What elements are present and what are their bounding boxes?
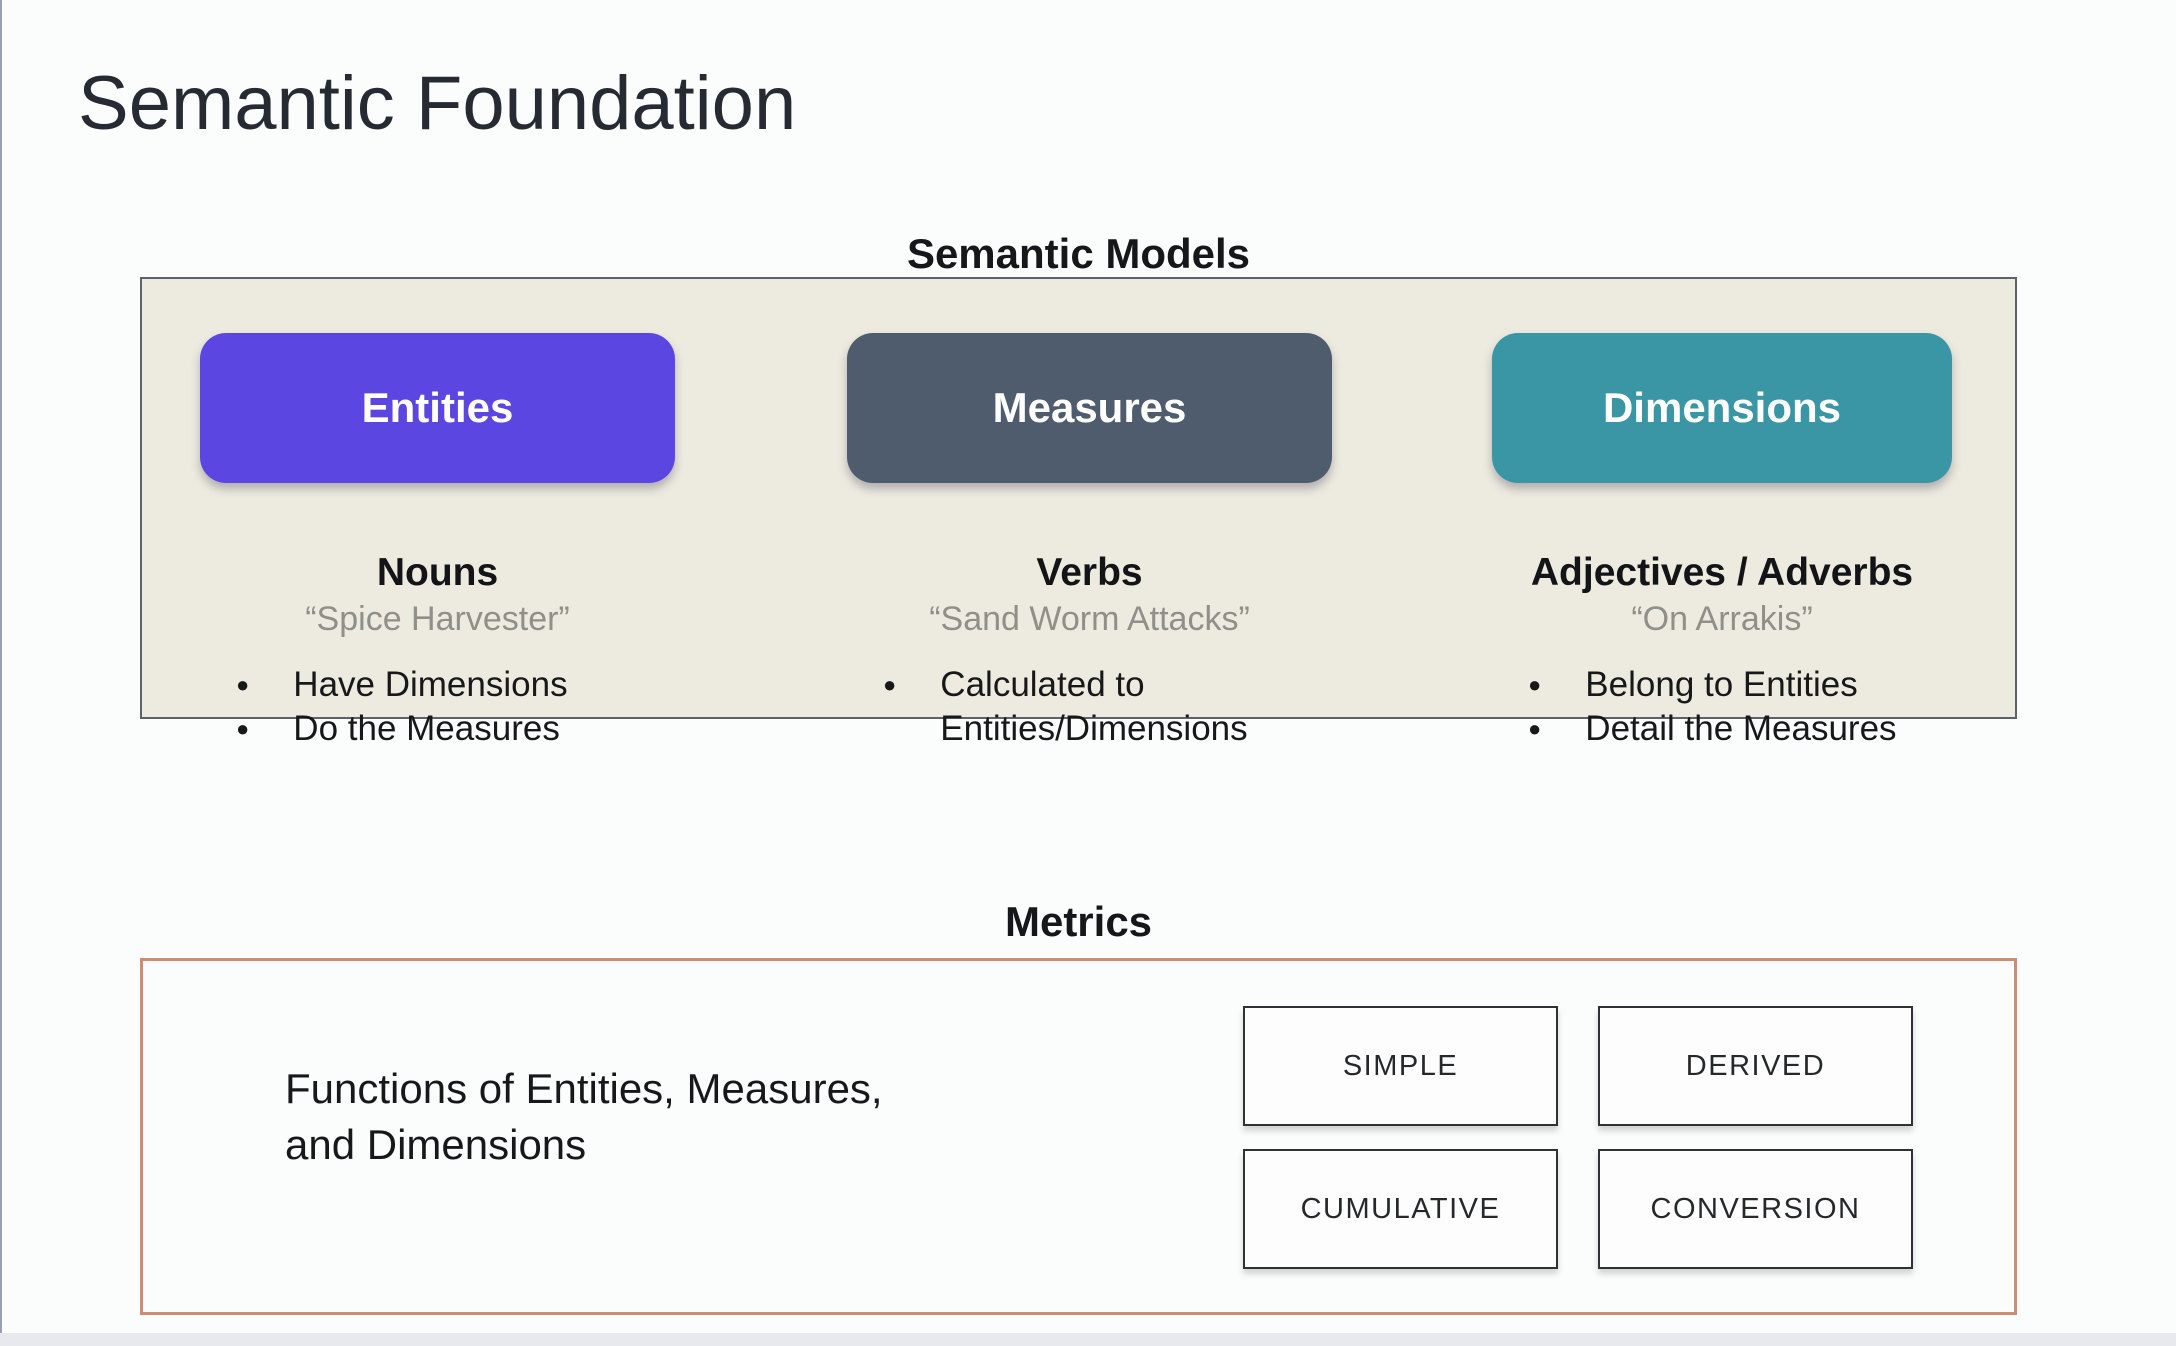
measures-example-quote: “Sand Worm Attacks” [929,600,1250,638]
measures-bullet-list: ● Calculated to Entities/Dimensions [883,663,1332,751]
bullet-icon: ● [1528,716,1542,741]
list-item: ● Have Dimensions [236,663,675,707]
metric-type-cumulative: CUMULATIVE [1243,1149,1558,1269]
dimensions-box: Dimensions [1492,333,1952,483]
metrics-description-line: Functions of Entities, Measures, [285,1065,883,1112]
semantic-models-heading: Semantic Models [906,230,1251,277]
entities-bullet-list: ● Have Dimensions ● Do the Measures [236,663,675,751]
bullet-icon: ● [236,716,250,741]
bullet-icon: ● [236,672,250,697]
window-bottom-strip [0,1333,2176,1346]
list-item: ● Belong to Entities [1528,663,1952,707]
bullet-icon: ● [1528,672,1542,697]
metrics-panel: Functions of Entities, Measures, and Dim… [140,958,2017,1315]
measures-box: Measures [847,333,1332,483]
entities-role-heading: Nouns [376,551,499,594]
bullet-text: Calculated to Entities/Dimensions [940,665,1248,748]
measures-role-heading: Verbs [1036,551,1143,594]
semantic-models-panel: Entities Nouns “Spice Harvester” ● Have … [140,277,2017,748]
list-item: ● Do the Measures [236,707,675,751]
measures-column: Measures Verbs “Sand Worm Attacks” ● Cal… [847,279,1332,748]
bullet-text: Detail the Measures [1585,709,1897,748]
bullet-text: Belong to Entities [1585,665,1858,704]
dimensions-example-quote: “On Arrakis” [1631,600,1813,638]
bullet-text: Have Dimensions [293,665,568,704]
metric-type-simple: SIMPLE [1243,1006,1558,1126]
window-left-edge [0,0,2,1346]
dimensions-bullet-list: ● Belong to Entities ● Detail the Measur… [1528,663,1952,751]
bullet-icon: ● [883,672,897,697]
metric-type-derived: DERIVED [1598,1006,1913,1126]
entities-column: Entities Nouns “Spice Harvester” ● Have … [200,279,675,748]
bullet-text: Do the Measures [293,709,560,748]
metrics-heading: Metrics [1004,898,1153,945]
entities-box: Entities [200,333,675,483]
page-title: Semantic Foundation [78,61,797,146]
metric-types-grid: SIMPLE DERIVED CUMULATIVE CONVERSION [1243,1006,1913,1269]
list-item: ● Detail the Measures [1528,707,1952,751]
dimensions-role-heading: Adjectives / Adverbs [1530,551,1914,594]
metrics-description-line: and Dimensions [285,1121,587,1168]
dimensions-column: Dimensions Adjectives / Adverbs “On Arra… [1492,279,1952,748]
list-item: ● Calculated to Entities/Dimensions [883,663,1332,751]
metric-type-conversion: CONVERSION [1598,1149,1913,1269]
metrics-description: Functions of Entities, Measures, and Dim… [285,1061,883,1173]
entities-example-quote: “Spice Harvester” [305,600,570,638]
